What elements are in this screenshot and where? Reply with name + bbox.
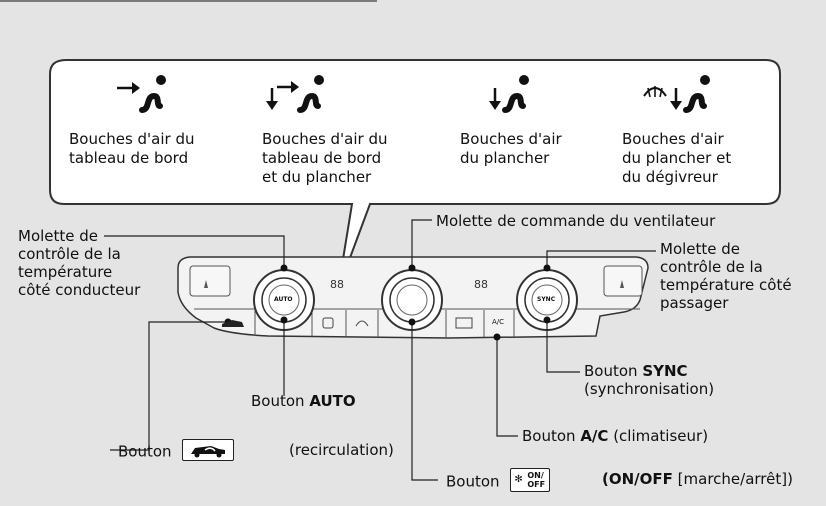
passenger-seat-heat-button — [603, 265, 643, 297]
recirculation-note: (recirculation) — [289, 441, 394, 459]
panel-defrost-icon — [355, 320, 369, 327]
passenger-temp-knob — [516, 269, 578, 331]
temp-display-right: 88 — [474, 278, 488, 291]
onoff-button-label: Bouton ✻ ON/ OFF — [446, 468, 551, 494]
onoff-note: (ON/OFF [marche/arrêt]) — [602, 470, 793, 488]
auto-knob-text: AUTO — [274, 296, 293, 303]
callout-bubble — [49, 59, 781, 291]
driver-seat-heat-button — [189, 265, 231, 297]
sync-knob-text: SYNC — [537, 296, 556, 303]
mode-label-floor-vents: Bouches d'air du plancher — [460, 130, 562, 167]
panel-rear-defrost-icon — [455, 317, 473, 329]
sync-button-label: Bouton SYNC — [584, 362, 688, 380]
panel-seat-heat-right-icon — [620, 280, 624, 288]
recirculation-button-label: Bouton — [118, 439, 235, 463]
recirculation-panel-icon — [222, 320, 244, 327]
ac-button-text: A/C — [492, 318, 505, 326]
mode-label-dashboard-floor-vents: Bouches d'air du tableau de bord et du p… — [262, 130, 388, 186]
mode-label-floor-defrost-vents: Bouches d'air du plancher et du dégivreu… — [622, 130, 732, 186]
floor-vents-icon — [489, 75, 529, 113]
mode-label-dashboard-vents: Bouches d'air du tableau de bord — [69, 130, 195, 167]
dashboard-floor-vents-icon — [266, 75, 324, 113]
fan-control-label: Molette de commande du ventilateur — [436, 212, 716, 230]
sync-button-note: (synchronisation) — [584, 380, 715, 398]
auto-button-label: Bouton AUTO — [251, 392, 356, 410]
top-rule — [0, 0, 377, 2]
panel-mode-icon — [322, 317, 334, 329]
recirculation-icon — [182, 439, 235, 461]
driver-temp-label: Molette de contrôle de la température cô… — [18, 227, 141, 299]
passenger-temp-label: Molette de contrôle de la température cô… — [660, 240, 792, 312]
fan-onoff-icon: ✻ ON/ OFF — [510, 468, 551, 492]
ac-button-label: Bouton A/C (climatiseur) — [522, 427, 709, 445]
dashboard-vents-icon — [117, 75, 166, 113]
panel-seat-heat-left-icon — [204, 280, 208, 288]
fan-icon: ✻ — [514, 474, 523, 485]
floor-defrost-vents-icon — [643, 75, 710, 113]
temp-display-left: 88 — [330, 278, 344, 291]
